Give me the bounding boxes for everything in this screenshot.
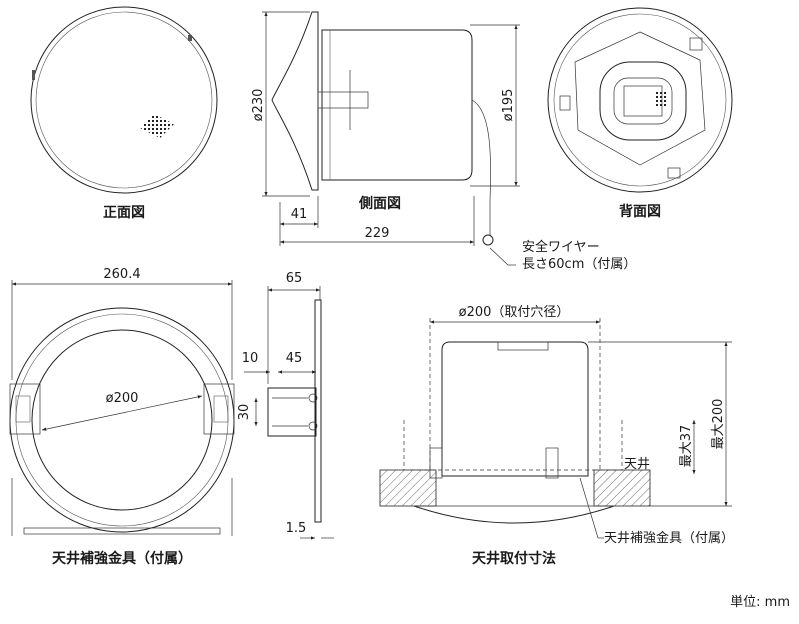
- side-clamp: [317, 91, 369, 109]
- bracket-tab-left: [9, 383, 41, 435]
- back-inner-rim: [553, 13, 727, 187]
- front-outer-rim: [30, 6, 218, 194]
- install-can: [441, 341, 589, 477]
- caption-bracket: 天井補強金具（付属）: [52, 550, 192, 567]
- bracket-leader: [579, 477, 599, 539]
- bracket-outer-ring: [9, 307, 235, 533]
- dim-line-200: [41, 395, 203, 431]
- front-clip-left: [32, 70, 35, 80]
- back-view: [547, 7, 733, 193]
- unit-note: 単位: mm: [730, 594, 790, 610]
- back-clip: [689, 37, 703, 51]
- label-ceiling: 天井: [624, 457, 650, 472]
- dim-install-max200: 最大200: [711, 399, 726, 450]
- bracket-hole: [308, 421, 318, 431]
- caption-front: 正面図: [103, 205, 145, 221]
- bracket-arm: [267, 387, 317, 437]
- dim-side-41: 41: [291, 207, 308, 222]
- side-flange: [271, 11, 319, 191]
- bracket-base-rail: [23, 527, 221, 535]
- bracket-tab-slot: [213, 395, 229, 423]
- back-outer-rim: [547, 7, 733, 193]
- bracket-hole: [308, 393, 318, 403]
- bracket-front-view: 260.4 ø200: [9, 267, 235, 536]
- back-terminal-ring: [599, 61, 687, 141]
- side-view: ø230 ø195 41 229: [251, 11, 520, 246]
- install-grille: [413, 505, 615, 524]
- safety-wire-leader: [489, 247, 509, 266]
- dim-bracket-1-5: 1.5: [286, 521, 307, 536]
- caption-back: 背面図: [619, 203, 661, 220]
- dim-side-depth: ø195: [501, 89, 516, 122]
- bracket-tab-slot: [15, 395, 31, 423]
- caption-install: 天井取付寸法: [472, 550, 556, 567]
- install-clamp: [429, 447, 443, 479]
- dim-bracket-45: 45: [286, 351, 303, 366]
- back-clip: [667, 167, 681, 179]
- back-terminal-contacts: [656, 92, 668, 106]
- ceiling-slab-left: [379, 469, 437, 507]
- front-view: [30, 6, 218, 194]
- dim-bracket-10: 10: [242, 351, 259, 366]
- back-terminal-inner: [613, 77, 673, 125]
- caption-side: 側面図: [358, 195, 401, 212]
- back-clip: [559, 95, 571, 111]
- install-terminal: [497, 341, 549, 351]
- bracket-plate: [314, 299, 322, 523]
- back-frame: [574, 31, 706, 166]
- speaker-front-icon: [140, 114, 174, 138]
- dim-bracket-65: 65: [286, 271, 303, 286]
- dim-install-hole: ø200（取付穴径）: [459, 305, 570, 320]
- label-ceiling-bracket: 天井補強金具（付属）: [604, 530, 734, 546]
- front-clip-top: [188, 35, 192, 41]
- side-can: [321, 29, 473, 181]
- dim-bracket-30: 30: [237, 404, 252, 421]
- bracket-mid-ring: [15, 313, 229, 527]
- safety-wire: [471, 99, 491, 235]
- front-inner-rim: [35, 11, 213, 189]
- safety-wire-label-1: 安全ワイヤー: [522, 239, 600, 255]
- installation-view: ø200（取付穴径） 天井 天井補強金具（付属） 最大37 最大200: [379, 305, 734, 546]
- safety-wire-label-2: 長さ60cm（付属）: [522, 257, 636, 272]
- dim-install-max37: 最大37: [679, 425, 694, 468]
- safety-wire-eye: [482, 234, 494, 246]
- dim-bracket-inner: ø200: [106, 391, 139, 406]
- dim-side-229: 229: [365, 226, 390, 241]
- bracket-side-view: 65 10 45 30 1.5: [237, 271, 334, 540]
- install-clamp: [545, 447, 559, 479]
- bracket-inner-ring: [31, 329, 213, 511]
- bracket-tab-right: [203, 383, 235, 435]
- dim-side-height: ø230: [251, 89, 266, 122]
- ceiling-slab-right: [593, 469, 651, 507]
- dim-bracket-width: 260.4: [103, 267, 140, 282]
